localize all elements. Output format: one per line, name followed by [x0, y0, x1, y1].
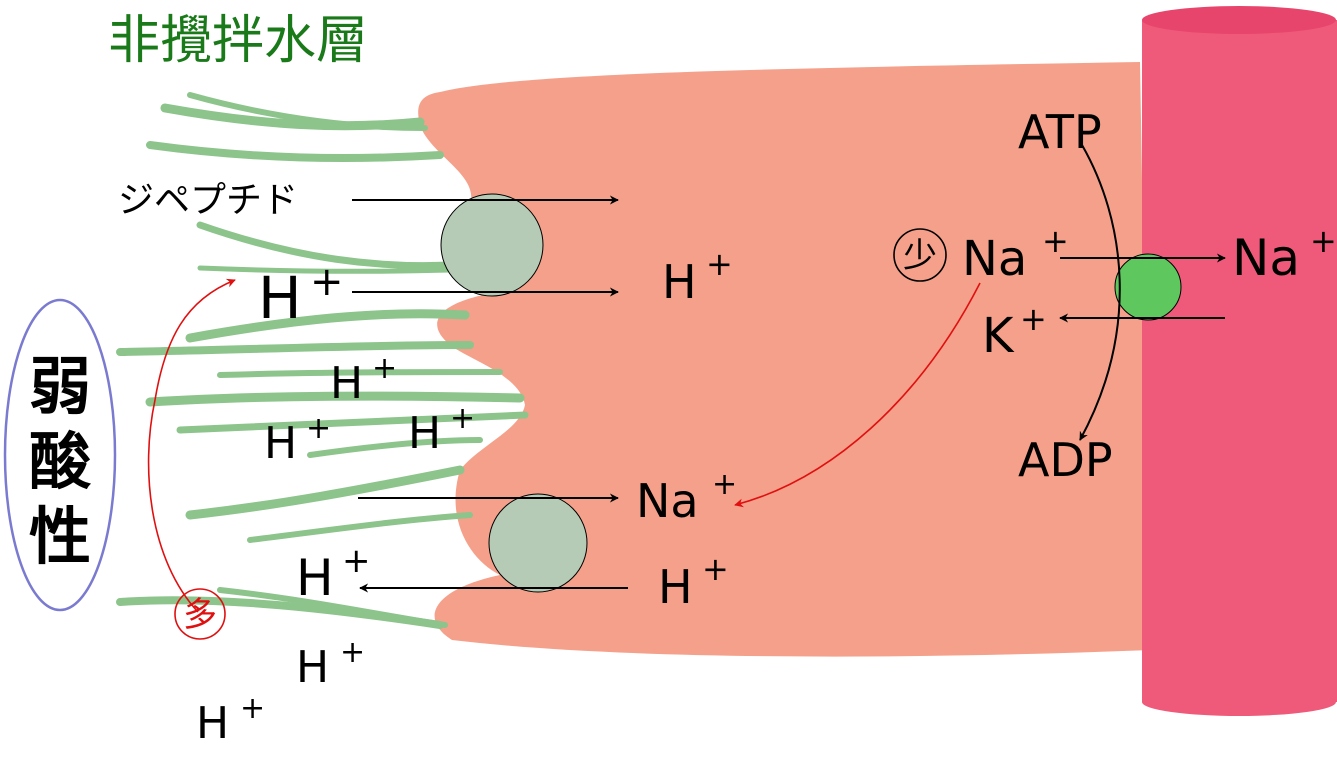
- svg-text:H: H: [196, 698, 229, 749]
- svg-text:少: 少: [903, 236, 937, 276]
- adp-label: ADP: [1018, 433, 1113, 487]
- svg-text:+: +: [1020, 300, 1047, 338]
- mucus-strands: [116, 92, 529, 629]
- svg-text:H: H: [330, 358, 363, 409]
- title-unstirred-water-layer: 非攪拌水層: [108, 11, 368, 71]
- svg-text:+: +: [372, 351, 397, 386]
- k-plus-label: K +: [982, 300, 1047, 364]
- svg-text:+: +: [310, 259, 344, 305]
- svg-text:H: H: [296, 642, 329, 693]
- few-marker: 少: [893, 228, 947, 282]
- svg-text:Na: Na: [1232, 229, 1300, 287]
- svg-text:H: H: [264, 418, 297, 469]
- blood-vessel: [1142, 6, 1337, 716]
- svg-text:酸: 酸: [29, 425, 92, 498]
- svg-text:+: +: [702, 550, 729, 588]
- h-plus-labels: H + H + H + H + H + H + H + H + H +: [196, 245, 733, 749]
- svg-text:+: +: [706, 245, 733, 283]
- svg-text:Na: Na: [636, 474, 699, 528]
- svg-text:多: 多: [183, 595, 217, 635]
- svg-text:+: +: [712, 467, 737, 502]
- transport-arrows: [352, 144, 1226, 593]
- svg-text:+: +: [1310, 222, 1337, 260]
- svg-text:+: +: [1042, 222, 1069, 260]
- na-plus-labels: Na + Na + Na +: [636, 222, 1337, 528]
- svg-text:+: +: [240, 691, 265, 726]
- weakly-acidic-oval: [3, 298, 117, 612]
- svg-text:H: H: [662, 255, 697, 309]
- svg-text:弱: 弱: [29, 350, 91, 423]
- atp-label: ATP: [1018, 105, 1102, 159]
- svg-text:K: K: [982, 308, 1015, 364]
- svg-text:+: +: [342, 541, 371, 581]
- svg-text:H: H: [408, 408, 441, 459]
- svg-text:Na: Na: [962, 231, 1027, 287]
- na-k-pump: [1114, 253, 1182, 321]
- svg-text:H: H: [296, 549, 334, 607]
- svg-text:+: +: [450, 401, 475, 436]
- weakly-acidic-label: 弱 酸 性: [29, 350, 92, 573]
- na-h-exchanger: [488, 493, 588, 593]
- many-marker: 多: [174, 588, 226, 640]
- red-arrows: [147, 278, 981, 613]
- svg-text:性: 性: [29, 500, 91, 573]
- peptide-transporter: [440, 193, 544, 297]
- svg-text:+: +: [306, 411, 331, 446]
- svg-text:+: +: [340, 635, 365, 670]
- dipeptide-label: ジペプチド: [118, 180, 298, 221]
- svg-text:H: H: [658, 560, 693, 614]
- svg-text:H: H: [258, 264, 302, 332]
- epithelial-cell: [418, 62, 1150, 657]
